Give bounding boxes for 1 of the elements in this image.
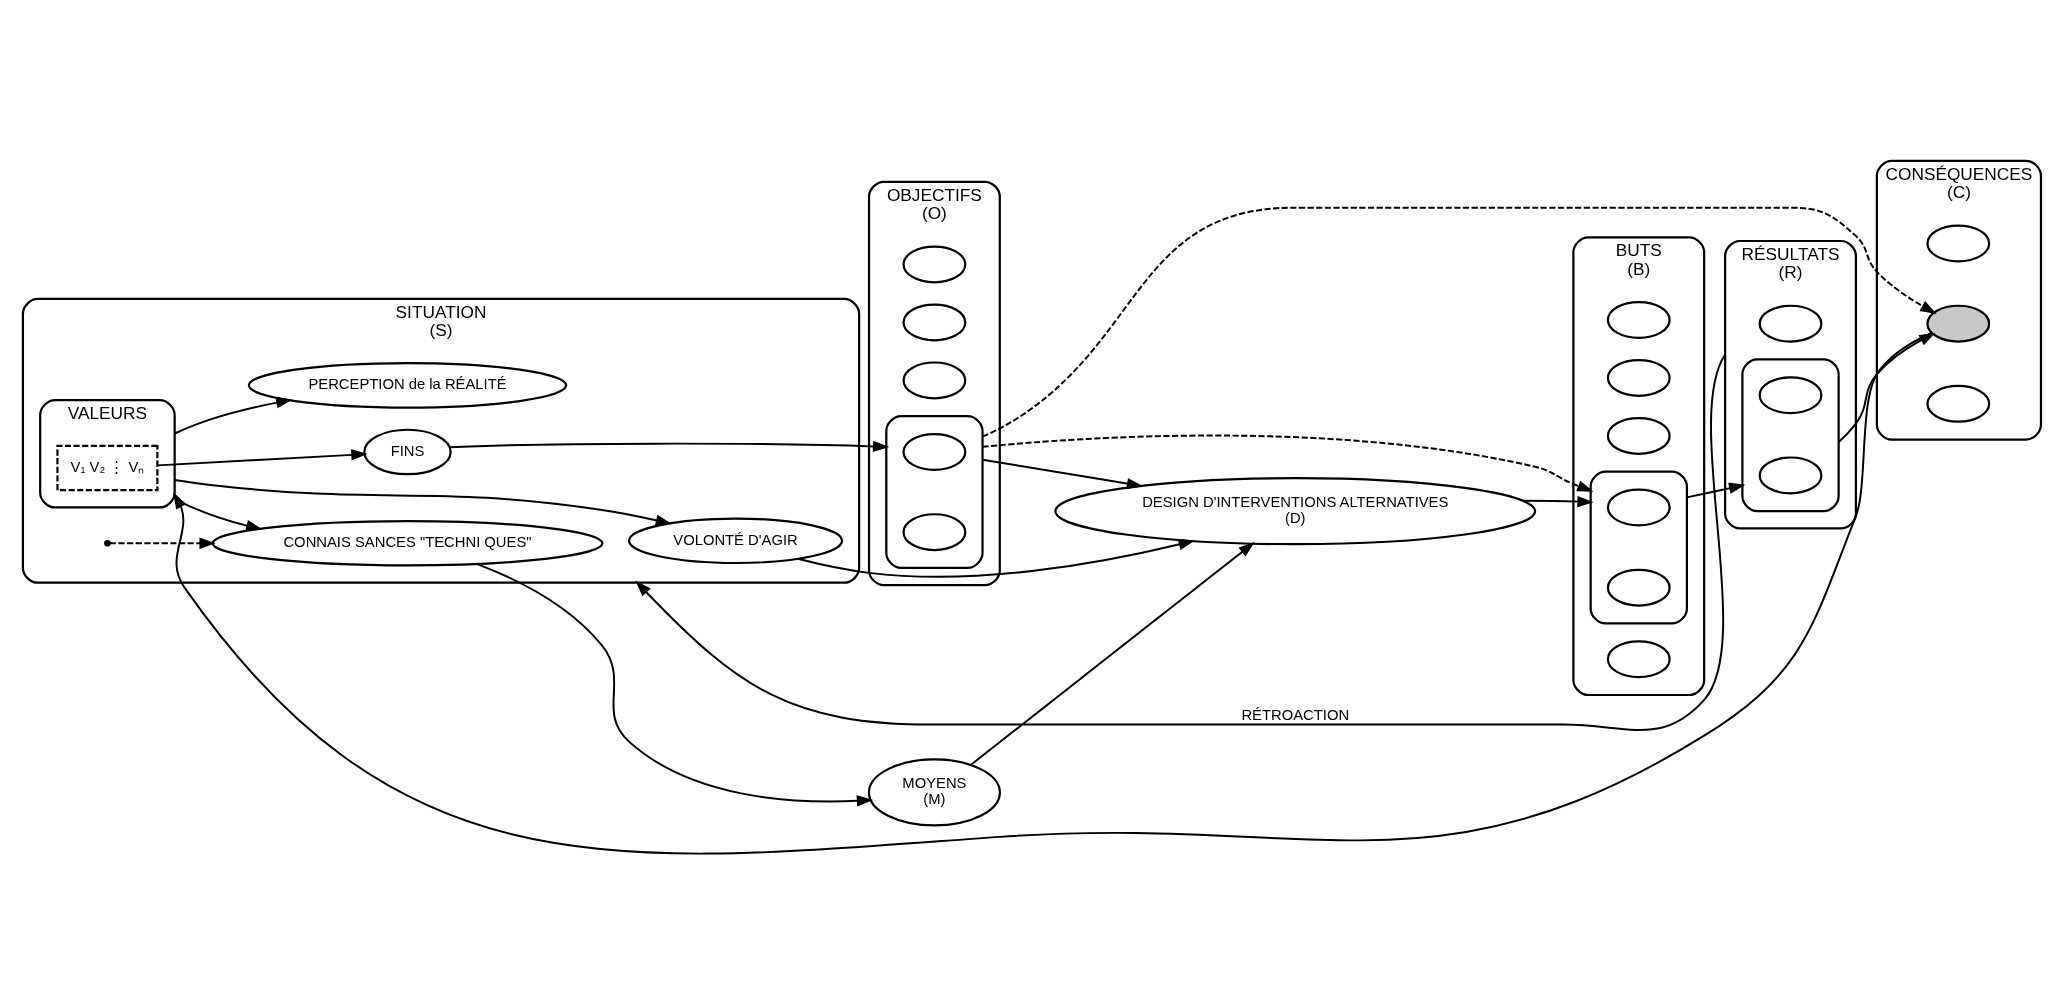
edge-label: RÉTROACTION bbox=[1241, 706, 1350, 723]
